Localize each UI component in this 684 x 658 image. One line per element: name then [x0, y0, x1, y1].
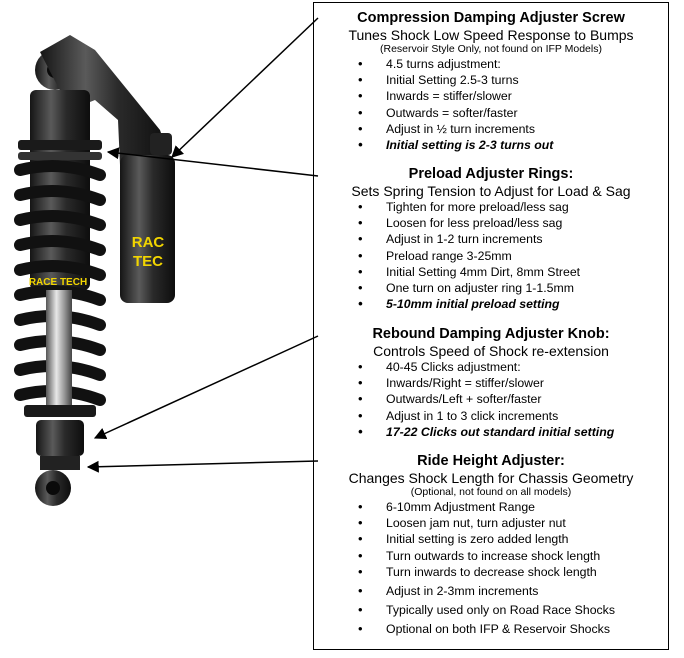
list-item: Inwards/Right = stiffer/slower: [314, 375, 668, 391]
body-label: RACE TECH: [29, 277, 87, 288]
arrow-rebound: [93, 335, 319, 439]
section-rebound: Rebound Damping Adjuster Knob: Controls …: [314, 326, 668, 440]
arrow-preload: [106, 147, 319, 177]
info-panel: Compression Damping Adjuster Screw Tunes…: [313, 2, 669, 650]
list-item: Adjust in ½ turn increments: [314, 121, 668, 137]
list-item: Inwards = stiffer/slower: [314, 88, 668, 104]
arrow-ride-height: [86, 460, 319, 473]
list-item-emphasis: 5-10mm initial preload setting: [314, 296, 668, 312]
shock-head: [40, 35, 170, 165]
list-item: Adjust in 2-3mm increments: [314, 583, 668, 599]
section-subtitle: Sets Spring Tension to Adjust for Load &…: [351, 183, 631, 199]
list-item: Outwards = softer/faster: [314, 105, 668, 121]
list-item: Turn outwards to increase shock length: [314, 548, 668, 564]
list-item-emphasis: 17-22 Clicks out standard initial settin…: [314, 424, 668, 440]
section-ride-height: Ride Height Adjuster: Changes Shock Leng…: [314, 453, 668, 638]
reservoir: RAC TEC: [120, 155, 175, 303]
list-item: Turn inwards to decrease shock length: [314, 564, 668, 580]
section-list: 6-10mm Adjustment Range Loosen jam nut, …: [314, 499, 668, 638]
section-preload: Preload Adjuster Rings: Sets Spring Tens…: [314, 166, 668, 313]
lower-spring-seat: [24, 405, 96, 417]
list-item: Tighten for more preload/less sag: [314, 199, 668, 215]
arrow-compression: [171, 17, 319, 158]
list-item: Optional on both IFP & Reservoir Shocks: [314, 621, 668, 637]
section-note: (Reservoir Style Only, not found on IFP …: [380, 43, 602, 55]
list-item: Outwards/Left + softer/faster: [314, 391, 668, 407]
shock-absorber-image: RAC TEC RACE TECH: [14, 35, 175, 506]
preload-ring-upper: [18, 140, 102, 150]
section-list: 4.5 turns adjustment: Initial Setting 2.…: [314, 56, 668, 153]
section-subtitle: Tunes Shock Low Speed Response to Bumps: [348, 27, 634, 43]
section-title: Preload Adjuster Rings:: [408, 166, 574, 182]
list-item: Preload range 3-25mm: [314, 248, 668, 264]
bottom-eyelet: [35, 470, 71, 506]
section-title: Ride Height Adjuster:: [417, 453, 565, 469]
shock-shaft: [46, 290, 72, 410]
section-list: 40-45 Clicks adjustment: Inwards/Right =…: [314, 359, 668, 440]
compression-adjuster-screw: [150, 133, 172, 155]
list-item: Adjust in 1 to 3 click increments: [314, 408, 668, 424]
list-item-emphasis: Initial setting is 2-3 turns out: [314, 137, 668, 153]
list-item: Initial Setting 4mm Dirt, 8mm Street: [314, 264, 668, 280]
list-item: Typically used only on Road Race Shocks: [314, 602, 668, 618]
list-item: 6-10mm Adjustment Range: [314, 499, 668, 515]
list-item: 40-45 Clicks adjustment:: [314, 359, 668, 375]
list-item: Adjust in 1-2 turn increments: [314, 231, 668, 247]
list-item: Initial setting is zero added length: [314, 531, 668, 547]
list-item: Initial Setting 2.5-3 turns: [314, 72, 668, 88]
section-subtitle: Changes Shock Length for Chassis Geometr…: [348, 470, 634, 486]
list-item: Loosen jam nut, turn adjuster nut: [314, 515, 668, 531]
preload-ring-lower: [18, 152, 102, 160]
list-item: Loosen for less preload/less sag: [314, 215, 668, 231]
ride-height-adjuster: [40, 456, 80, 470]
list-item: One turn on adjuster ring 1-1.5mm: [314, 280, 668, 296]
reservoir-label-bottom: TEC: [133, 253, 163, 270]
section-list: Tighten for more preload/less sag Loosen…: [314, 199, 668, 313]
section-note: (Optional, not found on all models): [410, 486, 572, 498]
section-title: Rebound Damping Adjuster Knob:: [372, 326, 610, 342]
section-compression: Compression Damping Adjuster Screw Tunes…: [314, 10, 668, 153]
list-item: 4.5 turns adjustment:: [314, 56, 668, 72]
section-subtitle: Controls Speed of Shock re-extension: [373, 343, 609, 359]
rebound-adjuster-knob: [36, 420, 84, 456]
section-title: Compression Damping Adjuster Screw: [357, 10, 625, 26]
reservoir-label-top: RAC: [132, 234, 165, 251]
